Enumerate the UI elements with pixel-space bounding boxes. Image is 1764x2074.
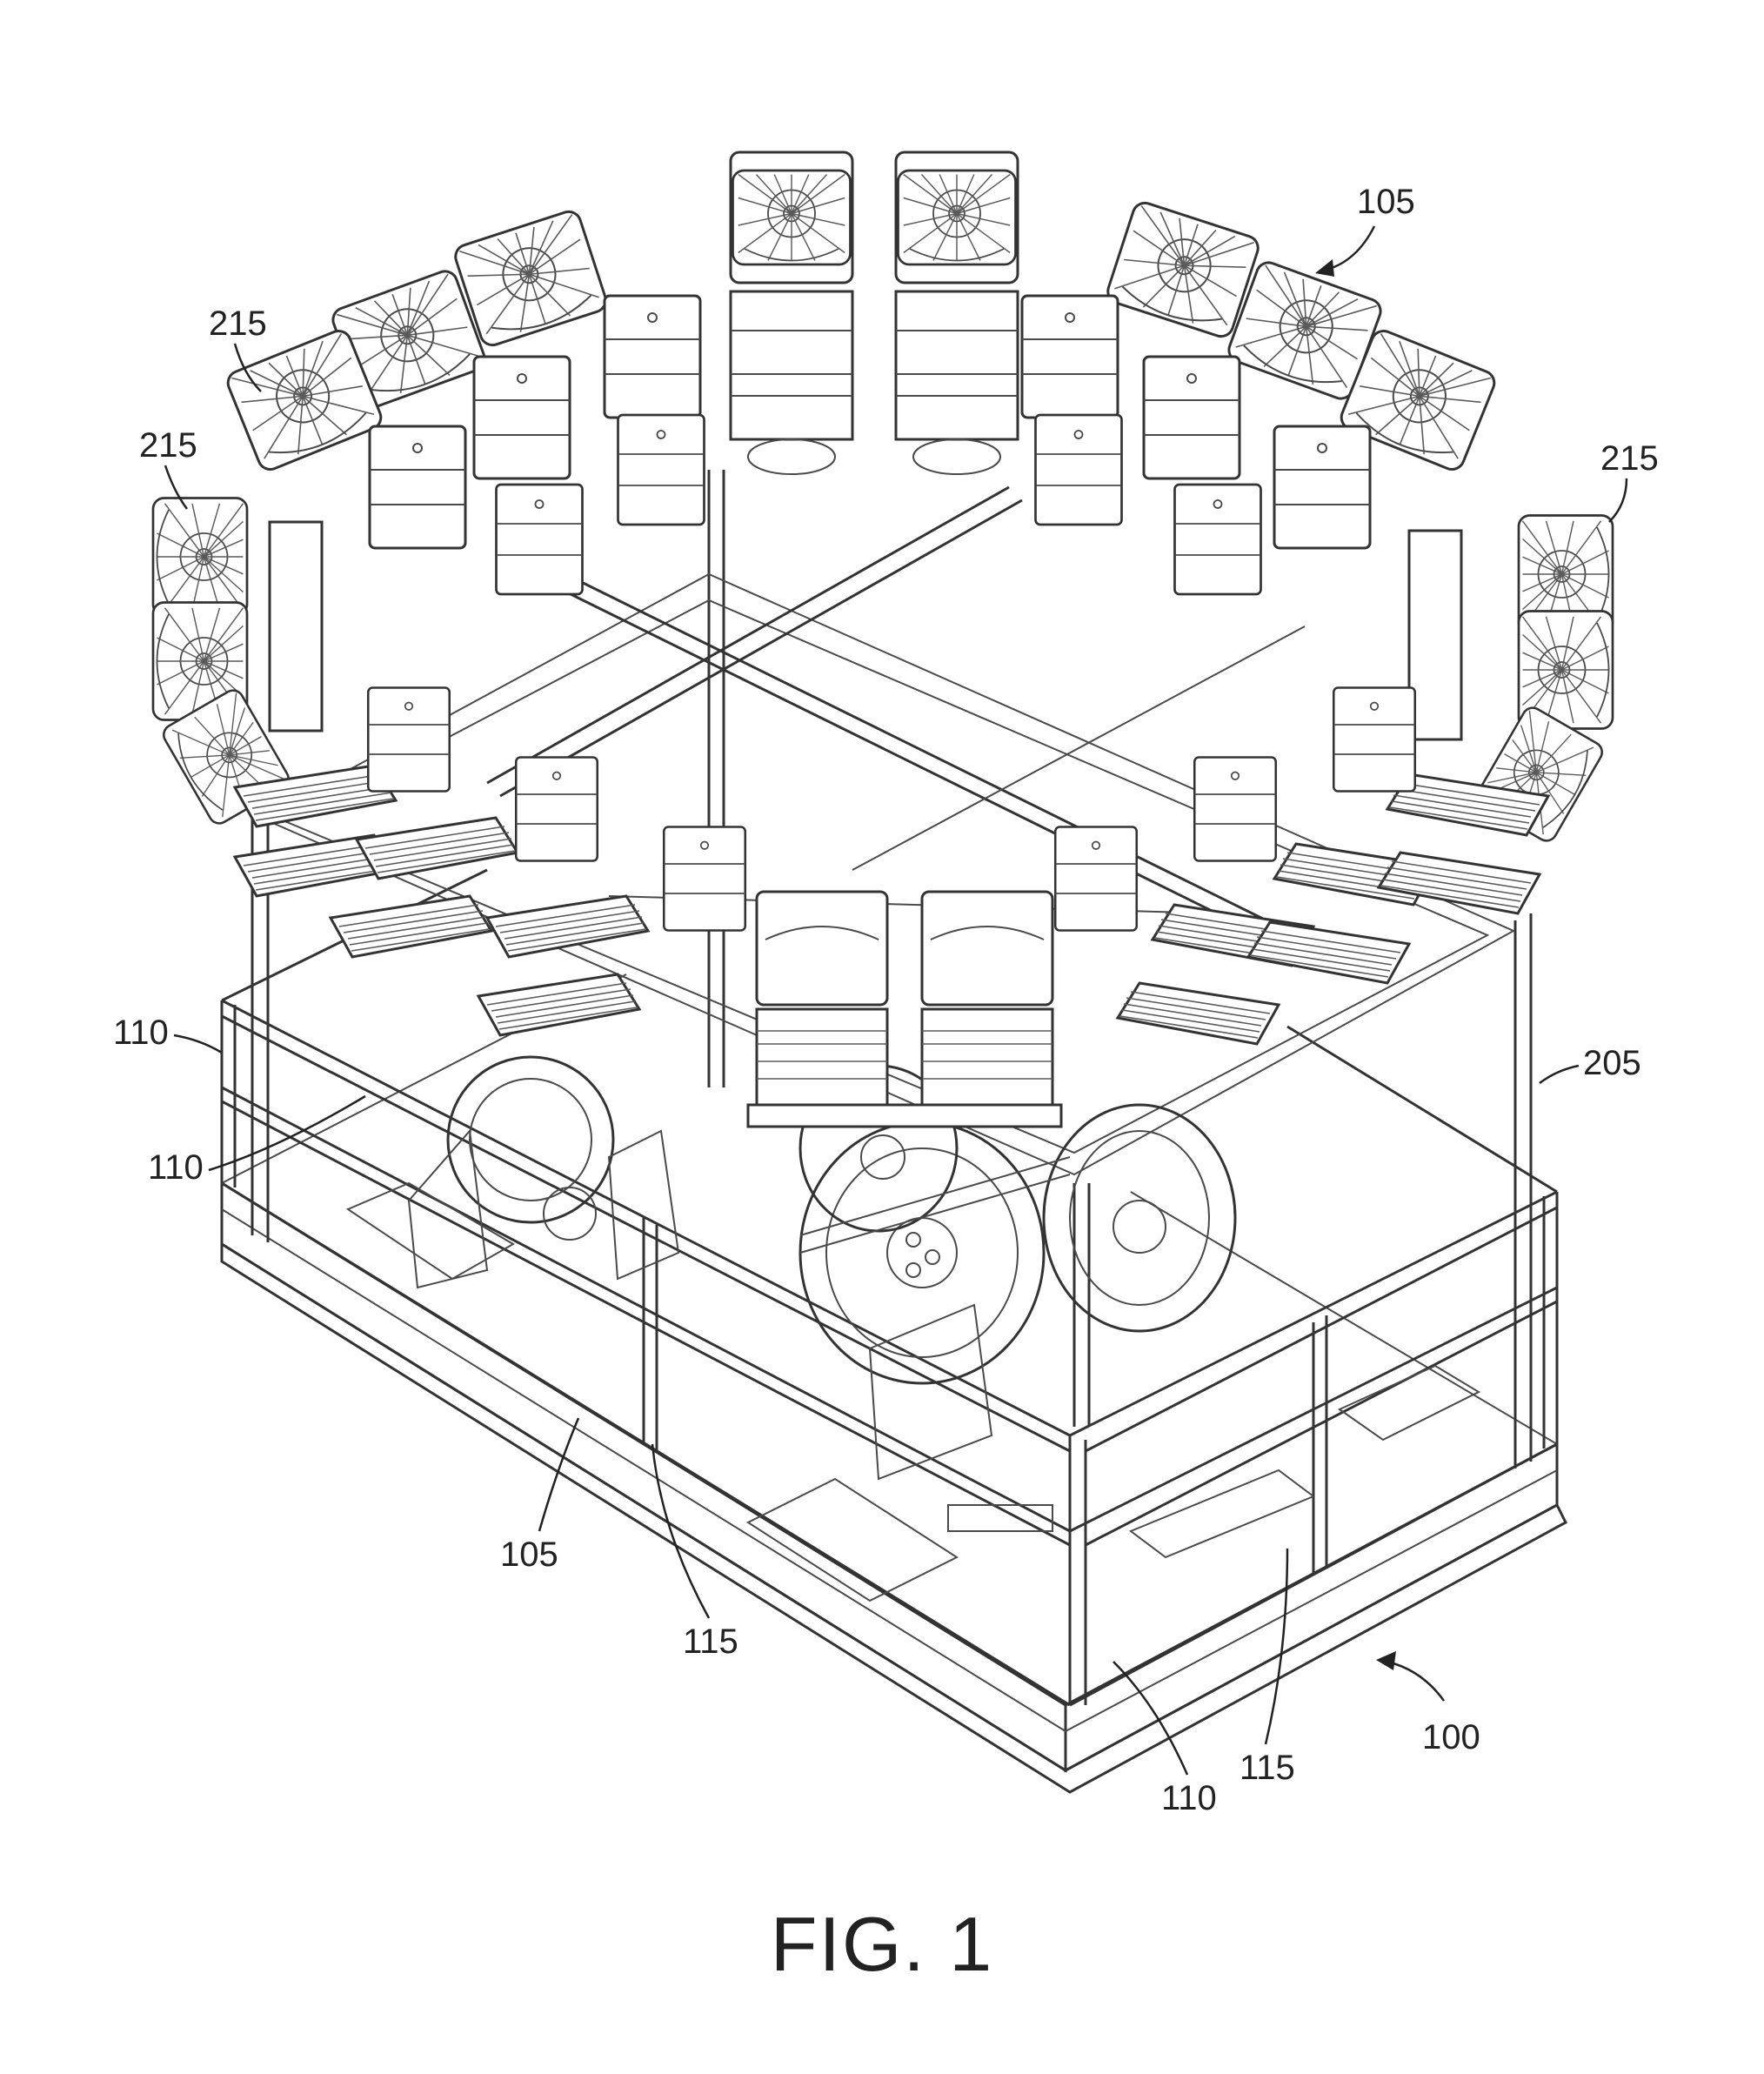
label-110-a: 110: [113, 1014, 169, 1052]
label-110-b: 110: [148, 1148, 204, 1187]
label-215-c: 215: [1600, 439, 1659, 478]
label-205: 205: [1583, 1044, 1641, 1082]
label-115-b: 115: [1239, 1749, 1295, 1787]
label-115-a: 115: [683, 1622, 738, 1661]
label-215-b: 215: [139, 426, 197, 465]
label-110-c: 110: [1161, 1779, 1217, 1817]
label-105-top: 105: [1357, 183, 1415, 221]
figure-caption: FIG. 1: [771, 1901, 994, 1987]
label-215-a: 215: [209, 304, 267, 343]
label-105-bottom: 105: [500, 1535, 558, 1574]
rail-cage: [222, 870, 1557, 1705]
label-100: 100: [1422, 1718, 1480, 1756]
